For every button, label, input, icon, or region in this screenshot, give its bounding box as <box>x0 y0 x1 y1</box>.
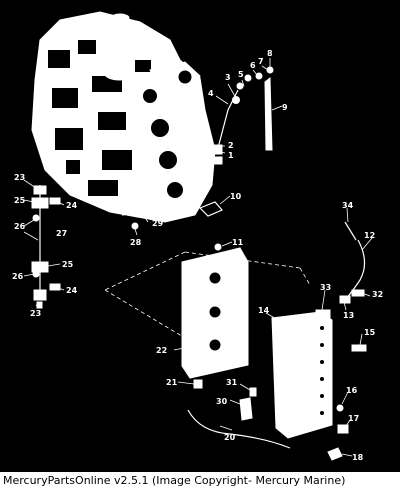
callout-5: 5 <box>238 70 244 79</box>
callout-23-top: 23 <box>14 173 25 182</box>
callout-25-top: 25 <box>14 196 26 205</box>
hose-part-20 <box>187 409 291 449</box>
callout-22: 22 <box>156 346 167 355</box>
callout-11: 11 <box>232 238 244 247</box>
callout-28: 28 <box>130 238 142 247</box>
exploded-parts-diagram: 1 2 3 4 5 6 7 8 9 10 11 12 13 14 15 16 1… <box>12 11 384 462</box>
image-caption: MercuryPartsOnline v2.5.1 (Image Copyrig… <box>0 472 400 490</box>
callout-9: 9 <box>282 103 288 112</box>
callout-1: 1 <box>228 151 234 160</box>
callout-27: 27 <box>56 229 67 238</box>
fitting-part-34 <box>344 221 357 241</box>
cover-part-22 <box>181 243 249 379</box>
callout-3: 3 <box>225 73 231 82</box>
callout-numbers: 1 2 3 4 5 6 7 8 9 10 11 12 13 14 15 16 1… <box>12 49 383 462</box>
callout-16: 16 <box>346 386 358 395</box>
callout-15: 15 <box>364 328 376 337</box>
callout-10: 10 <box>230 192 242 201</box>
hose-part-12 <box>344 239 366 301</box>
callout-17: 17 <box>348 414 359 423</box>
callout-24-bottom: 24 <box>66 286 78 295</box>
fitting-part-32 <box>351 289 365 297</box>
callout-13: 13 <box>343 311 354 320</box>
callout-26-bottom: 26 <box>12 272 24 281</box>
engine-block <box>31 11 216 223</box>
throttle-linkage <box>31 185 61 309</box>
callout-12: 12 <box>364 231 375 240</box>
callout-25-bottom: 25 <box>62 260 74 269</box>
fitting-part-13 <box>339 295 351 304</box>
callout-6: 6 <box>250 61 256 70</box>
callout-8: 8 <box>267 49 273 58</box>
wire-part-29 <box>121 212 151 216</box>
callout-14: 14 <box>258 306 270 315</box>
callout-32: 32 <box>372 290 383 299</box>
fasteners <box>193 344 367 461</box>
callout-7: 7 <box>258 57 264 66</box>
part-28 <box>131 222 139 230</box>
callout-26-top: 26 <box>14 222 26 231</box>
callout-24-top: 24 <box>66 201 78 210</box>
callout-33: 33 <box>320 283 331 292</box>
callout-20: 20 <box>224 433 236 442</box>
callout-4: 4 <box>208 89 214 98</box>
callout-leaders <box>23 58 373 457</box>
callout-29: 29 <box>152 219 164 228</box>
cover-part-14 <box>271 309 333 439</box>
callout-31: 31 <box>226 378 238 387</box>
gasket-part-10 <box>198 201 223 217</box>
callout-30: 30 <box>216 397 228 406</box>
callout-34: 34 <box>342 201 354 210</box>
callout-18: 18 <box>352 453 364 462</box>
callout-2: 2 <box>228 141 234 150</box>
callout-21: 21 <box>166 378 178 387</box>
oil-dipstick-assembly <box>209 66 274 165</box>
callout-23-bottom: 23 <box>30 309 41 318</box>
